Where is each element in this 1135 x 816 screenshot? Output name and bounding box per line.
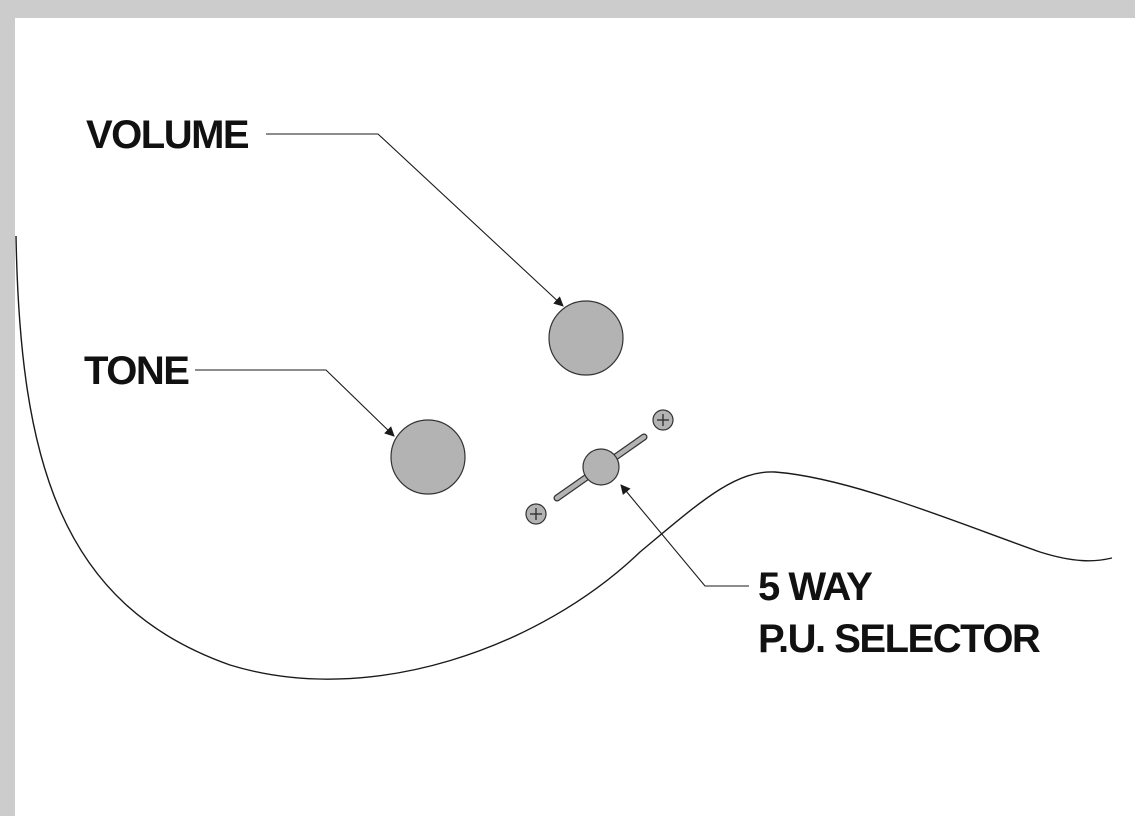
selector-switch-icon: [553, 433, 648, 502]
diagram-panel: [15, 18, 1135, 816]
top-screw-icon: [652, 409, 674, 431]
volume-knob-icon: [548, 300, 624, 376]
tone-label: TONE: [84, 349, 189, 393]
selector-leader-arrow: [620, 484, 749, 587]
guitar-body-outline: [15, 235, 1113, 680]
selector-label-line2: P.U. SELECTOR: [758, 617, 1041, 661]
selector-label-line1: 5 WAY: [758, 565, 873, 609]
tone-leader-arrow: [195, 369, 395, 437]
volume-leader-arrow: [266, 133, 564, 307]
bottom-screw-icon: [525, 503, 547, 525]
tone-knob-icon: [390, 419, 466, 495]
volume-label: VOLUME: [86, 113, 249, 157]
